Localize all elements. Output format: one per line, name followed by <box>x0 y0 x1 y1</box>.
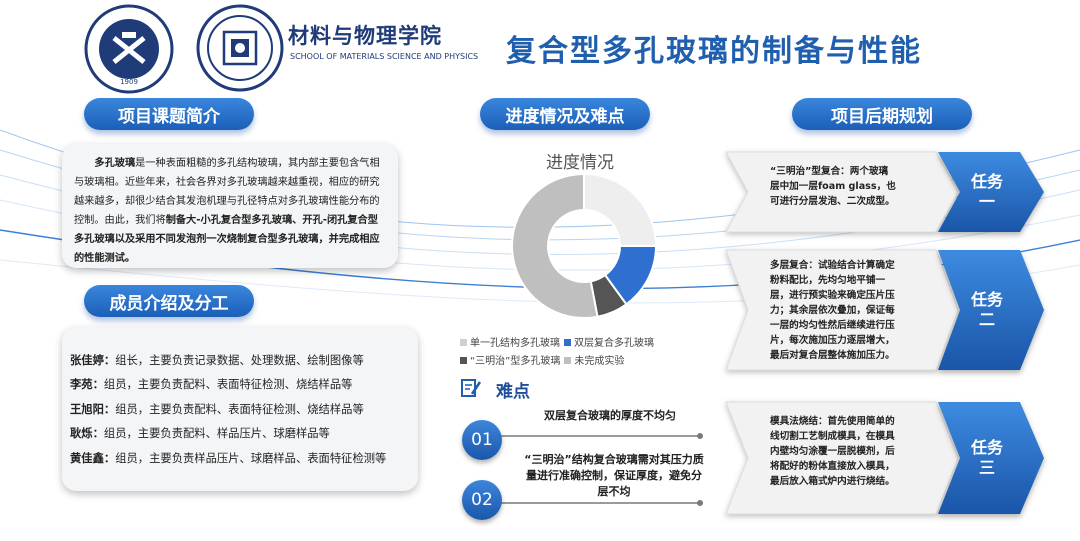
legend-label: 单一孔结构多孔玻璃 <box>470 338 560 349</box>
legend-label: “三明治”型多孔玻璃 <box>470 356 561 367</box>
legend-swatch <box>564 357 572 364</box>
university-logo: 1909 <box>84 4 174 94</box>
difficulty-divider-2 <box>500 500 703 505</box>
intro-card: 多孔玻璃是一种表面粗糙的多孔结构玻璃，其内部主要包含气相与玻璃相。近些年来，社会… <box>62 144 398 268</box>
section-progress-title: 进度情况及难点 <box>480 98 650 130</box>
legend-label: 双层复合多孔玻璃 <box>574 338 654 349</box>
member-name: 耿烁： <box>70 427 104 441</box>
member-row: 张佳婷：组长，主要负责记录数据、处理数据、绘制图像等 <box>70 349 410 373</box>
page-title: 复合型多孔玻璃的制备与性能 <box>506 34 922 69</box>
member-duty: 组员，主要负责配料、样品压片、球磨样品等 <box>103 427 330 441</box>
difficulty-text-2: “三明治”结构复合玻璃需对其压力质量进行准确控制，保证厚度，避免分层不均 <box>524 453 704 498</box>
chart-legend: 单一孔结构多孔玻璃 双层复合多孔玻璃 “三明治”型多孔玻璃 未完成实验 <box>460 335 710 371</box>
school-name-cn: 材料与物理学院 <box>288 24 442 48</box>
school-logo <box>196 4 284 92</box>
progress-donut-chart <box>511 172 658 319</box>
member-name: 李苑： <box>70 378 104 392</box>
intro-text-1: 是一种表面粗糙的多孔结构玻璃，其内部主要包含气相与玻璃相。近些年来，社会各界对多… <box>74 158 380 226</box>
member-duty: 组员，主要负责样品压片、球磨样品、表面特征检测等 <box>115 451 387 465</box>
task-label-3: 任务三 <box>970 438 1003 477</box>
school-name-en: SCHOOL OF MATERIALS SCIENCE AND PHYSICS <box>290 52 479 61</box>
difficulty-number-2: 02 <box>462 480 502 520</box>
legend-item: 单一孔结构多孔玻璃 <box>460 338 560 349</box>
difficulty-text-1: 双层复合玻璃的厚度不均匀 <box>544 409 676 422</box>
legend-swatch <box>564 339 571 346</box>
donut-slice-0 <box>583 172 658 247</box>
intro-bold-2: 制备大-小孔复合型多孔玻璃、开孔-闭孔复合型多孔玻璃以及采用不同发泡剂一次烧制复… <box>74 215 380 264</box>
member-row: 李苑：组员，主要负责配料、表面特征检测、烧结样品等 <box>70 373 410 397</box>
intro-bold-1: 多孔玻璃 <box>94 158 136 169</box>
chart-title: 进度情况 <box>546 153 614 173</box>
member-row: 黄佳鑫：组员，主要负责样品压片、球磨样品、表面特征检测等 <box>70 447 410 471</box>
legend-item: 双层复合多孔玻璃 <box>564 338 654 349</box>
members-list: 张佳婷：组长，主要负责记录数据、处理数据、绘制图像等李苑：组员，主要负责配料、表… <box>70 349 410 471</box>
task-text-3: 模具法烧结：首先使用简单的线切割工艺制成模具，在模具内壁均匀涂覆一层脱模剂，后将… <box>770 416 895 487</box>
task-shape-3 <box>725 401 1044 515</box>
legend-label: 未完成实验 <box>574 356 625 367</box>
member-name: 张佳婷： <box>70 354 116 367</box>
intro-paragraph: 多孔玻璃是一种表面粗糙的多孔结构玻璃，其内部主要包含气相与玻璃相。近些年来，社会… <box>74 154 386 268</box>
task-label-1: 任务一 <box>970 172 1003 211</box>
donut-slice-3 <box>511 172 599 319</box>
member-row: 王旭阳：组员，主要负责配料、表面特征检测、烧结样品等 <box>70 398 410 422</box>
member-name: 黄佳鑫： <box>70 451 116 465</box>
difficulties-title: 难点 <box>496 382 530 402</box>
section-plan-title: 项目后期规划 <box>792 98 972 130</box>
section-intro-title: 项目课题简介 <box>84 98 254 130</box>
task-shape-1 <box>725 151 1044 233</box>
task-shape-2 <box>725 249 1044 371</box>
task-label-2: 任务二 <box>970 290 1003 329</box>
task-text-1: “三明治”型复合：两个玻璃层中加一层foam glass，也可进行分层发泡、二次… <box>770 166 896 207</box>
member-name: 王旭阳： <box>70 402 116 416</box>
member-duty: 组员，主要负责配料、表面特征检测、烧结样品等 <box>115 402 364 416</box>
member-duty: 组员，主要负责配料、表面特征检测、烧结样品等 <box>103 378 353 392</box>
legend-swatch <box>460 339 467 346</box>
difficulty-divider-1 <box>500 433 703 438</box>
legend-item: 未完成实验 <box>564 356 624 367</box>
difficulty-number-1: 01 <box>462 420 502 460</box>
logo-year: 1909 <box>120 78 138 86</box>
member-duty: 组长，主要负责记录数据、处理数据、绘制图像等 <box>115 354 364 367</box>
members-card: 张佳婷：组长，主要负责记录数据、处理数据、绘制图像等李苑：组员，主要负责配料、表… <box>62 327 418 491</box>
edit-document-icon <box>461 379 482 397</box>
legend-swatch <box>460 357 467 364</box>
member-row: 耿烁：组员，主要负责配料、样品压片、球磨样品等 <box>70 422 410 446</box>
task-text-2: 多层复合：试验结合计算确定粉料配比，先均匀地平铺一层，进行预实验来确定压片压力；… <box>770 260 895 361</box>
legend-item: “三明治”型多孔玻璃 <box>460 356 560 367</box>
section-members-title: 成员介绍及分工 <box>84 285 254 317</box>
